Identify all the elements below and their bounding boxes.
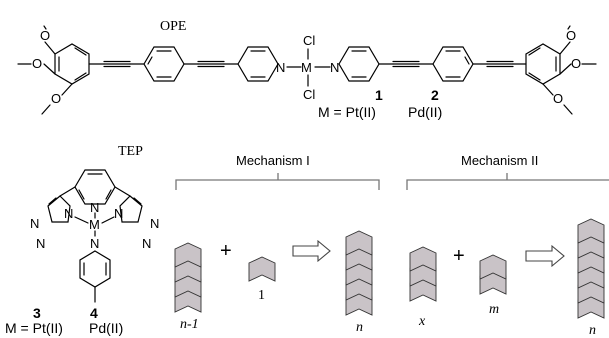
tep-metal-line-pd: Pd(II) — [89, 320, 123, 336]
compound-number-3: 3 — [33, 305, 41, 321]
mechanism-1-plus: + — [220, 240, 232, 262]
mechanism-2-title: Mechanism II — [461, 153, 538, 168]
mechanism-2-reactant-stack — [409, 246, 437, 302]
ope-metal: M — [301, 60, 312, 75]
mechanism-2-product-label: n — [589, 323, 596, 338]
mechanism-1-product-label: n — [356, 320, 363, 335]
mechanism-2-product-chevron — [577, 218, 605, 244]
ope-molecule: OPE O O O — [17, 19, 597, 120]
compound-number-4: 4 — [90, 305, 98, 321]
ope-phenylene-right — [432, 46, 474, 82]
mechanism-2-panel: Mechanism II + x m n — [406, 153, 609, 338]
mechanism-1-monomer-label: 1 — [258, 288, 265, 303]
mechanism-1-product-stack — [345, 230, 373, 316]
tep-n-right-3: N — [142, 236, 151, 251]
ope-methoxy-o-4: O — [566, 28, 576, 43]
mechanism-2-oligomer-label: m — [489, 302, 499, 317]
ope-methoxy-o-6: O — [553, 91, 563, 106]
ope-methoxy-o-2: O — [32, 56, 42, 71]
mechanism-1-product-chevron — [345, 230, 373, 256]
mechanism-2-oligomer-stack — [479, 254, 507, 295]
mechanism-2-arrow — [525, 244, 565, 268]
tep-n-left-3: N — [36, 236, 45, 251]
mechanism-2-plus: + — [453, 245, 465, 267]
mechanism-2-reactant-chevron — [409, 246, 437, 272]
ope-pyridine-right — [338, 46, 380, 82]
ope-pyridine-n-right: N — [330, 60, 339, 75]
ope-methoxy-o-1: O — [40, 28, 50, 43]
ope-metal-line-pt: M = Pt(II) — [318, 104, 376, 120]
mechanism-1-reactant-chevron — [174, 242, 202, 268]
tep-metal: M — [89, 217, 100, 232]
mechanism-1-arrow — [292, 239, 331, 263]
mechanism-2-reactant-label: x — [418, 314, 426, 329]
mechanism-2-oligomer-chevron — [479, 254, 507, 280]
mechanism-1-title: Mechanism I — [236, 153, 310, 168]
mechanism-2-product-stack — [577, 218, 605, 319]
ope-phenylene-left — [143, 46, 185, 82]
compound-number-2: 2 — [431, 87, 439, 103]
tep-pyridine-n: N — [90, 200, 99, 215]
tep-n-left-1: N — [64, 206, 73, 221]
tep-label: TEP — [118, 144, 143, 159]
tep-axial-pyridine-n: N — [90, 236, 99, 251]
ope-pyridine-left — [237, 46, 279, 82]
mechanism-1-monomer-stack — [248, 256, 276, 282]
mechanism-1-reactant-label: n-1 — [180, 317, 199, 332]
tep-n-right-1: N — [114, 206, 123, 221]
ope-pyridine-n-left: N — [276, 60, 285, 75]
tep-metal-line-pt: M = Pt(II) — [5, 320, 63, 336]
ope-methoxy-o-5: O — [571, 56, 581, 71]
mechanism-1-bracket — [175, 173, 380, 190]
ope-right-trimethoxyphenyl: O O O — [525, 25, 597, 115]
compound-number-1: 1 — [375, 87, 383, 103]
tep-n-left-2: N — [30, 216, 39, 231]
tep-molecule: TEP N N N N N N N M N 3 4 — [5, 144, 159, 336]
mechanism-2-bracket — [406, 173, 609, 190]
ope-metal-line-pd: Pd(II) — [408, 104, 442, 120]
ope-chloride-bottom: Cl — [303, 87, 315, 102]
tep-n-right-2: N — [150, 216, 159, 231]
ope-left-trimethoxyphenyl: O O O — [17, 25, 105, 115]
ope-chloride-top: Cl — [303, 33, 315, 48]
ope-methoxy-o-3: O — [51, 91, 61, 106]
mechanism-1-panel: Mechanism I + n-1 1 n — [174, 153, 380, 335]
mechanism-1-monomer-chevron — [248, 256, 276, 282]
ope-label: OPE — [160, 19, 186, 34]
mechanism-1-reactant-stack — [174, 242, 202, 313]
